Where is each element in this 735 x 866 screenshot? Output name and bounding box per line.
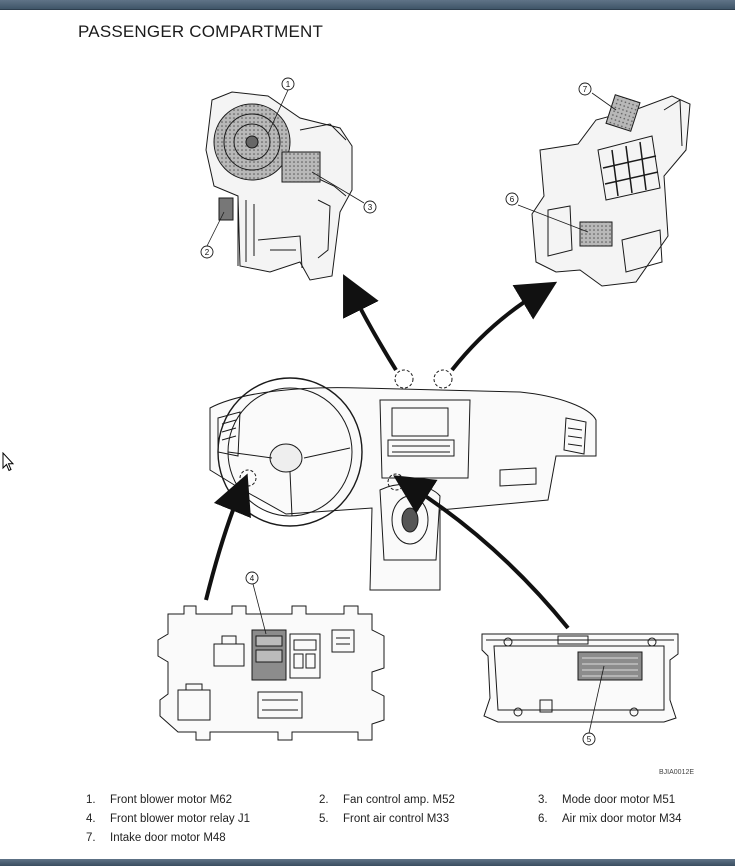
heater-unit-drawing	[531, 94, 691, 287]
legend-label: Front blower motor relay J1	[110, 813, 250, 825]
legend-label: Air mix door motor M34	[562, 813, 682, 825]
ac-control-unit-drawing	[481, 633, 679, 723]
legend-item-7: 7. Intake door motor M48	[86, 832, 226, 844]
legend-item-6: 6. Air mix door motor M34	[538, 813, 682, 825]
legend-num: 4.	[86, 813, 96, 825]
figure-code: BJIA0012E	[659, 769, 695, 776]
callout-label-3: 3	[368, 203, 373, 212]
legend-item-3: 3. Mode door motor M51	[538, 794, 675, 806]
page-title: PASSENGER COMPARTMENT	[78, 22, 324, 41]
legend-item-5: 5. Front air control M33	[319, 813, 449, 825]
instrument-panel-drawing	[209, 369, 597, 591]
legend-num: 1.	[86, 794, 96, 806]
callout-4	[245, 571, 259, 585]
callout-2	[200, 245, 214, 259]
window-top-bar	[0, 0, 735, 10]
callout-label-4: 4	[250, 574, 255, 583]
pointer-arrows	[204, 274, 570, 630]
callout-label-6: 6	[510, 195, 515, 204]
legend-num: 5.	[319, 813, 329, 825]
blower-unit-drawing	[205, 91, 353, 281]
callout-label-2: 2	[205, 248, 210, 257]
callout-label-1: 1	[286, 80, 291, 89]
window-bottom-bar	[0, 859, 735, 866]
callout-7	[578, 82, 592, 96]
callout-5	[582, 732, 596, 746]
callout-6	[505, 192, 519, 206]
legend-item-1: 1. Front blower motor M62	[86, 794, 232, 806]
callout-label-7: 7	[583, 85, 588, 94]
leader-lines	[206, 89, 617, 734]
legend-item-4: 4. Front blower motor relay J1	[86, 813, 250, 825]
legend-label: Mode door motor M51	[562, 794, 676, 806]
legend-label: Front air control M33	[343, 813, 450, 825]
legend-num: 3.	[538, 794, 548, 806]
legend-num: 6.	[538, 813, 548, 825]
legend-label: Front blower motor M62	[110, 794, 233, 806]
legend-item-2: 2. Fan control amp. M52	[319, 794, 455, 806]
legend-num: 2.	[319, 794, 329, 806]
callout-1	[281, 77, 295, 91]
legend-num: 7.	[86, 832, 96, 844]
callout-label-5: 5	[587, 735, 592, 744]
mouse-pointer-icon	[2, 451, 15, 477]
relay-block-drawing	[157, 605, 385, 741]
callout-3	[363, 200, 377, 214]
legend-label: Fan control amp. M52	[343, 794, 455, 806]
legend-label: Intake door motor M48	[110, 832, 226, 844]
